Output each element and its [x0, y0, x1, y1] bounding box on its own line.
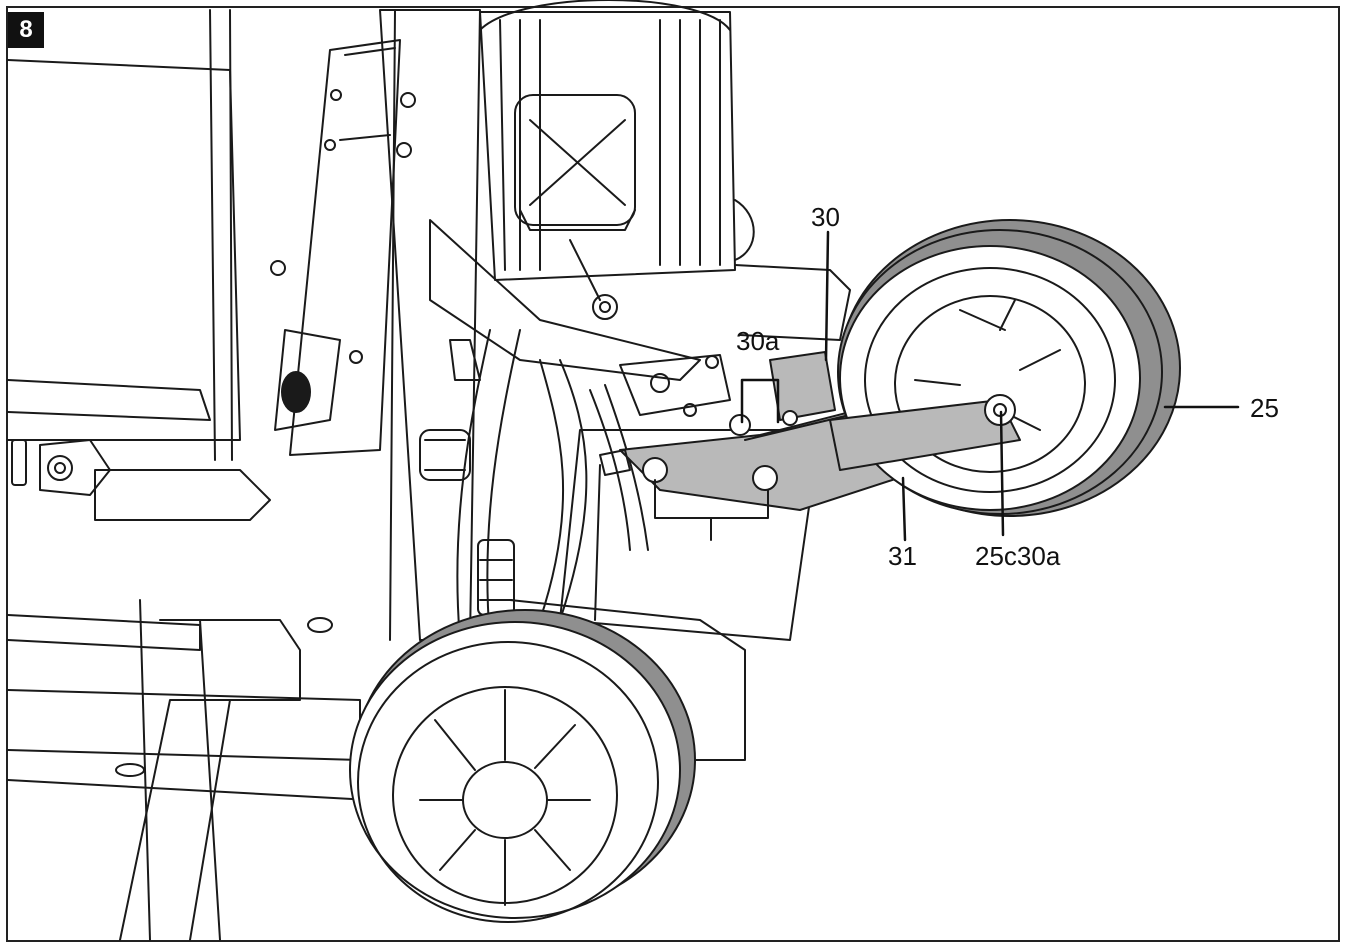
hydraulic-hoses — [419, 329, 649, 641]
figure-number: 8 — [19, 16, 33, 43]
electric-motor — [429, 0, 755, 381]
left-frame — [7, 9, 371, 941]
figure-number-badge: 8 — [8, 12, 44, 48]
mounting-plate — [619, 264, 851, 417]
leader-30 — [824, 230, 830, 362]
leader-25c30a — [999, 410, 1005, 537]
leader-30a — [740, 378, 780, 424]
left-connector — [11, 439, 111, 496]
leader-lines — [740, 230, 1240, 542]
callout-30a: 30a — [736, 326, 780, 356]
callout-30: 30 — [811, 202, 840, 232]
leader-31 — [901, 476, 907, 542]
front-wheel — [307, 609, 696, 923]
callout-31: 31 — [888, 541, 917, 571]
callout-25: 25 — [1250, 393, 1279, 423]
vertical-beam — [270, 9, 481, 641]
callout-25c30a: 25c30a — [975, 541, 1061, 571]
right-wheel — [829, 219, 1181, 517]
